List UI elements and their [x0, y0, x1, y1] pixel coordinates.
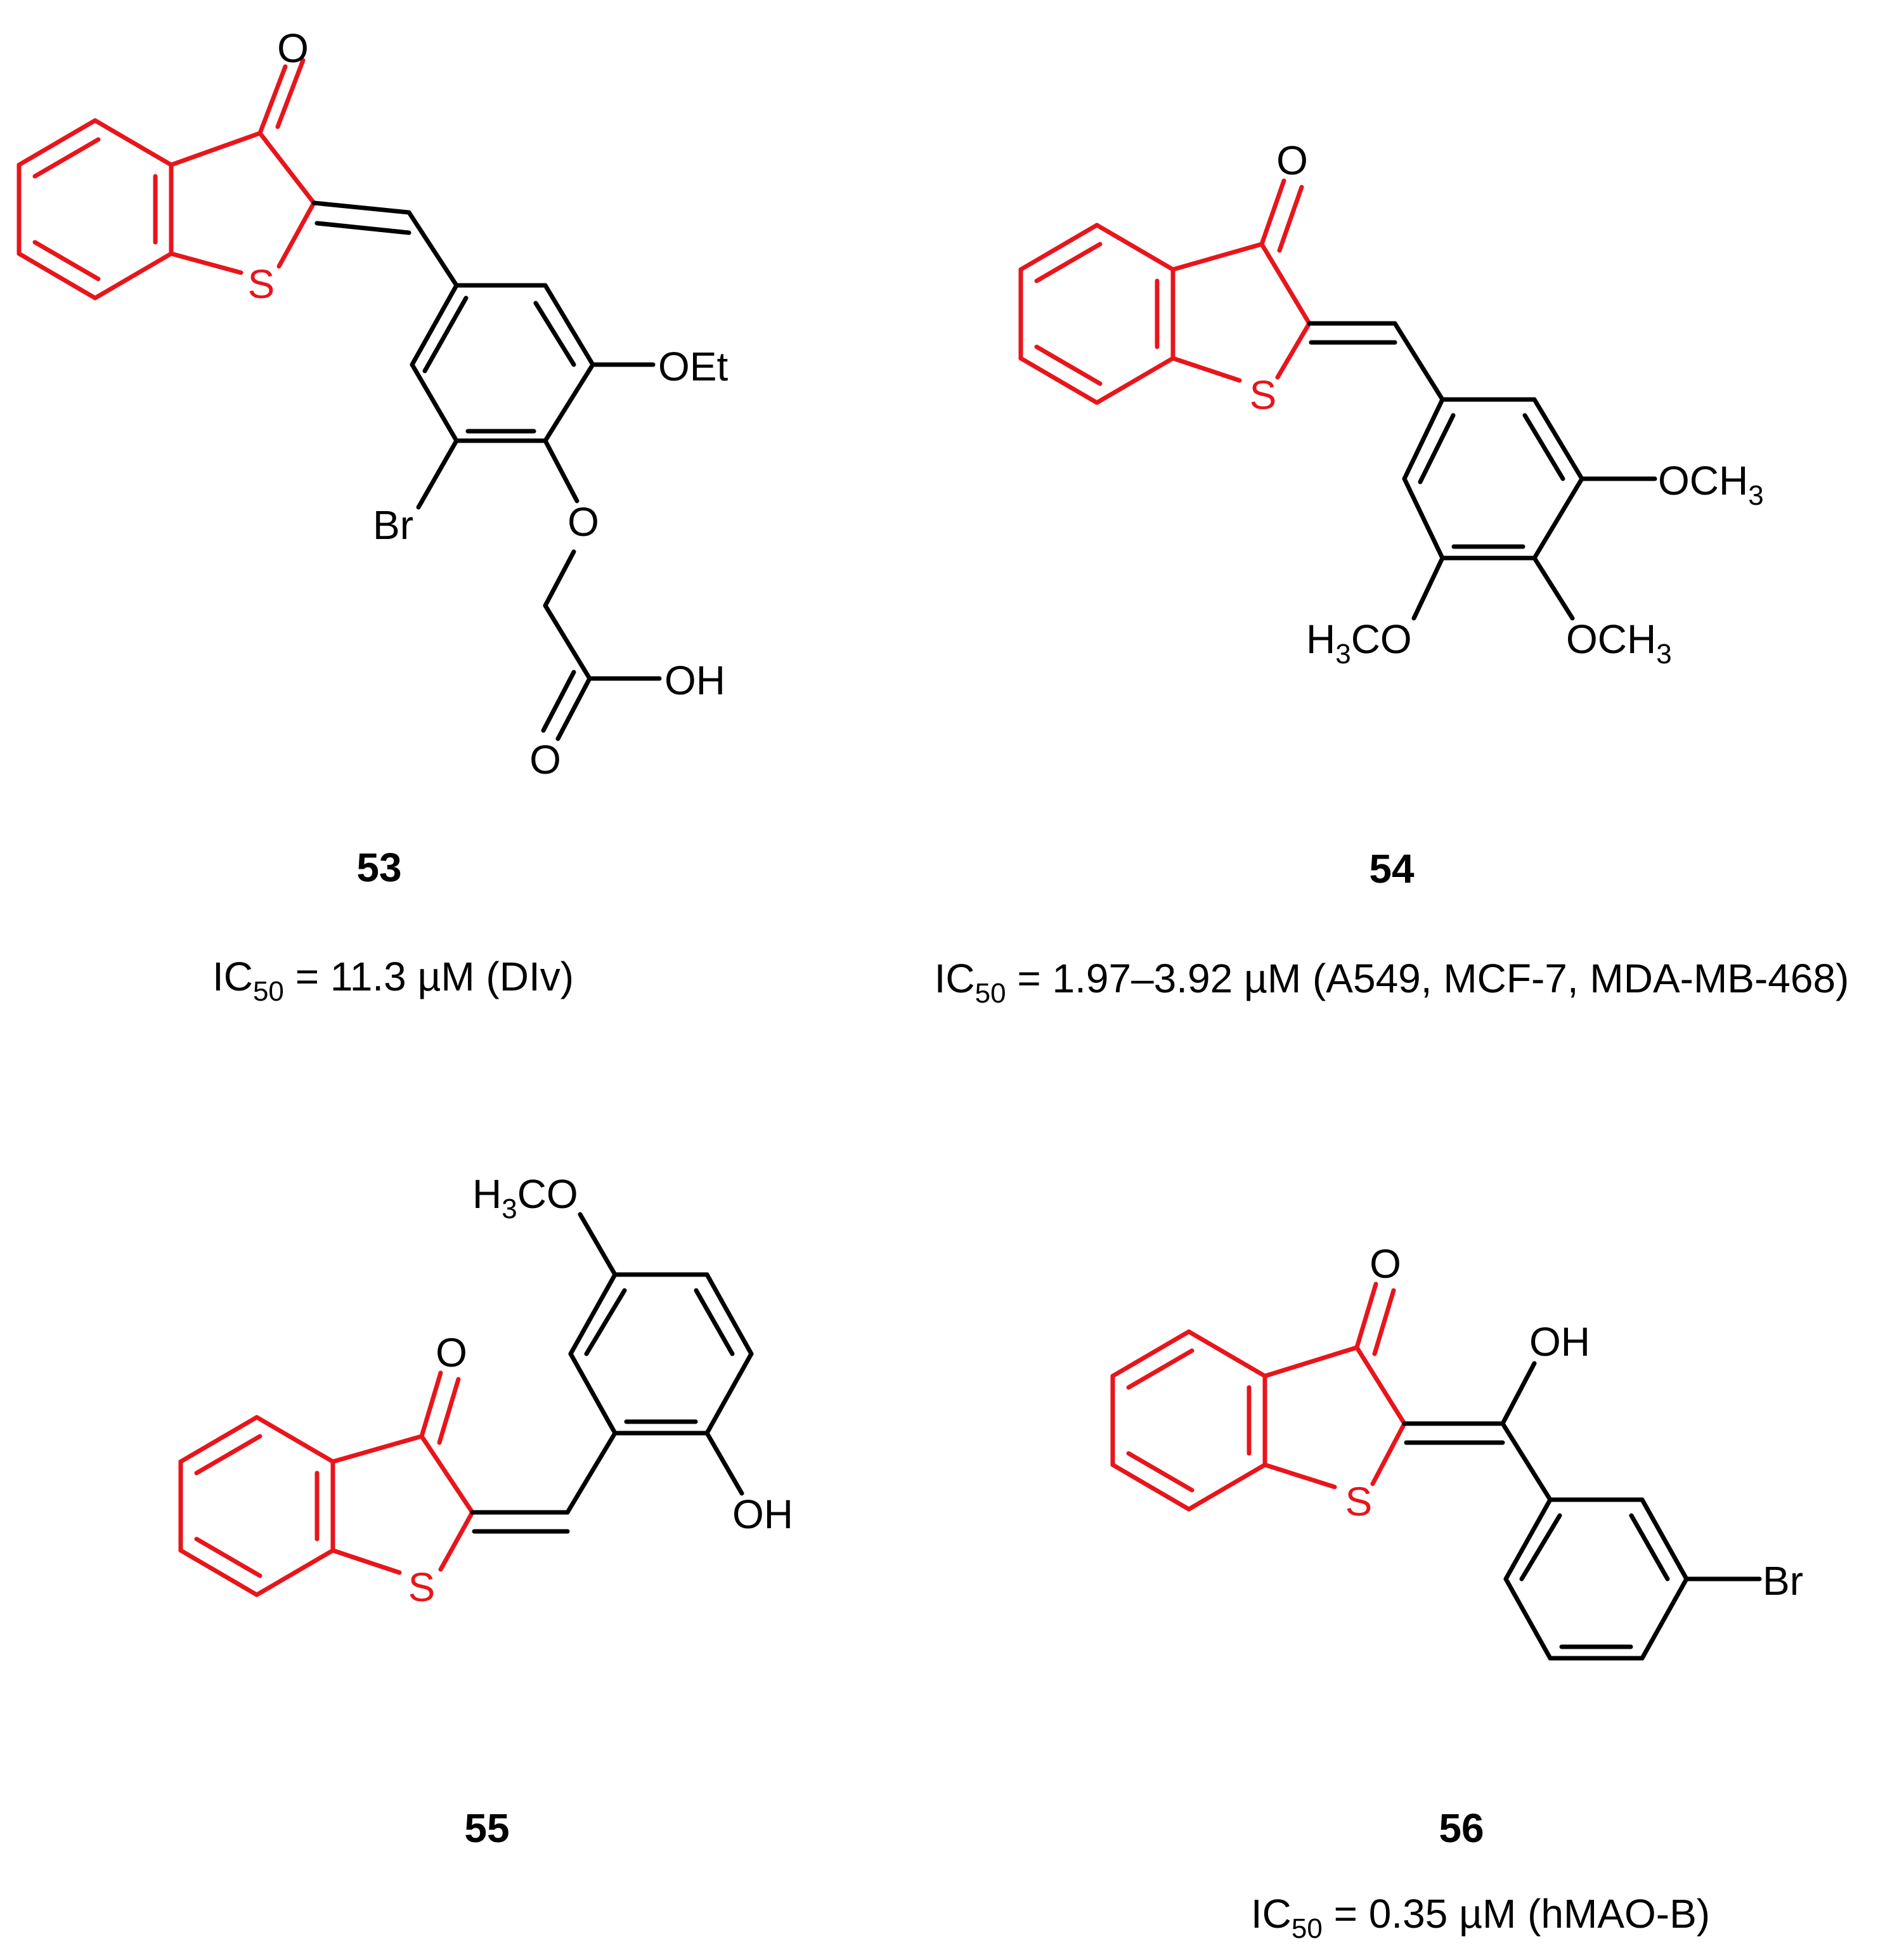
compound-55: O S H3CO OH 55 — [178, 1171, 793, 1851]
label-h3co-55: H3CO — [472, 1171, 578, 1224]
label-br-53: Br — [373, 502, 413, 548]
benzothiophenone-scaffold-55 — [178, 1370, 475, 1597]
aryl-substituent-53 — [311, 200, 662, 741]
compound-number-55: 55 — [464, 1805, 509, 1851]
atom-oxygen-54: O — [1276, 138, 1308, 183]
compound-number-53: 53 — [356, 845, 401, 890]
ic50-label-56: IC50 = 0.35 µM (hMAO-B) — [1251, 1891, 1710, 1944]
atom-sulfur-56: S — [1345, 1479, 1373, 1524]
label-ether-oxygen-53: O — [567, 499, 599, 545]
benzothiophenone-scaffold-54 — [1018, 178, 1312, 405]
ic50-label-53: IC50 = 11.3 µM (DIv) — [212, 954, 574, 1007]
ic50-label-54: IC50 = 1.97–3.92 µM (A549, MCF-7, MDA-MB… — [935, 956, 1849, 1009]
atom-sulfur-55: S — [408, 1564, 436, 1610]
label-br-56: Br — [1763, 1558, 1803, 1604]
label-carbonyl-oxygen-53: O — [529, 737, 561, 782]
atom-oxygen-55: O — [436, 1330, 467, 1375]
compound-number-56: 56 — [1439, 1805, 1484, 1851]
benzothiophenone-scaffold-56 — [1110, 1282, 1407, 1512]
atom-sulfur-53: S — [248, 261, 275, 307]
compound-53: O S OEt Br O OH O 53 — [16, 25, 728, 1007]
aryl-substituent-56 — [1402, 1361, 1762, 1661]
label-oh-53: OH — [664, 658, 725, 703]
aryl-substituent-55 — [470, 1212, 754, 1534]
aryl-substituent-54 — [1307, 321, 1657, 621]
label-oet-53: OEt — [658, 344, 728, 389]
label-h3co-54: H3CO — [1306, 616, 1412, 670]
atom-oxygen-56: O — [1370, 1241, 1401, 1287]
benzothiophenone-scaffold-53 — [16, 58, 316, 301]
compound-number-54: 54 — [1369, 846, 1415, 892]
atom-sulfur-54: S — [1250, 372, 1277, 418]
compound-54: O S OCH3 OCH3 H3CO 54 IC50 = 1.97–3.92 µ… — [935, 138, 1849, 1009]
atom-oxygen-53: O — [277, 25, 309, 71]
label-oh-56: OH — [1529, 1319, 1590, 1365]
label-och3-right-54: OCH3 — [1658, 458, 1764, 511]
label-oh-55: OH — [732, 1491, 793, 1537]
label-och3-bottom-54: OCH3 — [1566, 616, 1672, 670]
compound-56: O S OH Br 56 IC50 = 0.35 µM (hMAO-B) — [1110, 1241, 1803, 1944]
